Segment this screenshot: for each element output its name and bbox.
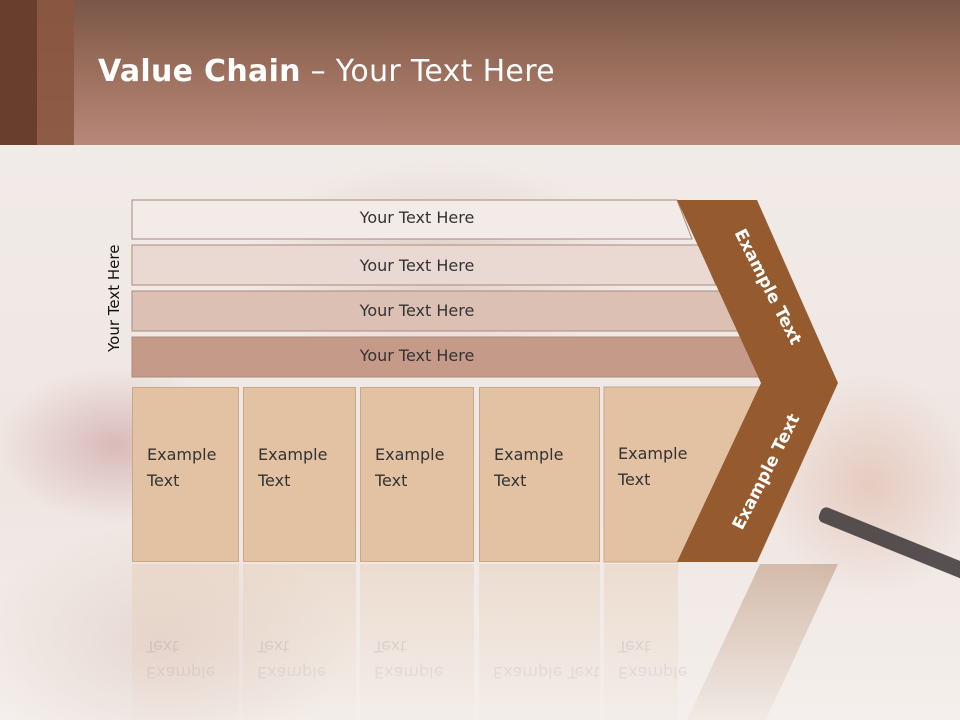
bar-2-shape [131,244,717,286]
reflection-chevron-shape [677,564,838,720]
bar-4-label: Your Text Here [359,346,475,365]
bar-1-shape [131,199,693,240]
reflection-inner: Example Text Example Text Example Text E… [0,564,960,720]
column-2-label: Example Text [258,445,328,490]
column-5-label: Example Text [618,444,688,489]
column-3: Example Text [360,387,474,562]
bar-1-label: Your Text Here [359,208,475,227]
column-3-label: Example Text [375,445,445,490]
column-1-label: Example Text [147,445,217,490]
bar-3-label: Your Text Here [359,301,475,320]
slide-title: Value Chain – Your Text Here [98,54,555,89]
slide-header: Value Chain – Your Text Here [0,0,960,145]
bar-2-label: Your Text Here [359,256,475,275]
chevron-shape [677,200,838,562]
column-4: Example Text [479,387,600,562]
column-5: Example Text [604,387,724,562]
header-accent-strip-light [37,0,74,145]
column-1: Example Text [132,387,239,562]
header-accent-strip-dark [0,0,37,145]
column-2: Example Text [243,387,356,562]
reflection-chevron [677,564,838,720]
column-4-label: Example Text [494,445,564,490]
diagram-reflection: Example Text Example Text Example Text E… [0,564,960,720]
title-bold: Value Chain [98,54,301,89]
title-rest: – Your Text Here [300,54,555,89]
